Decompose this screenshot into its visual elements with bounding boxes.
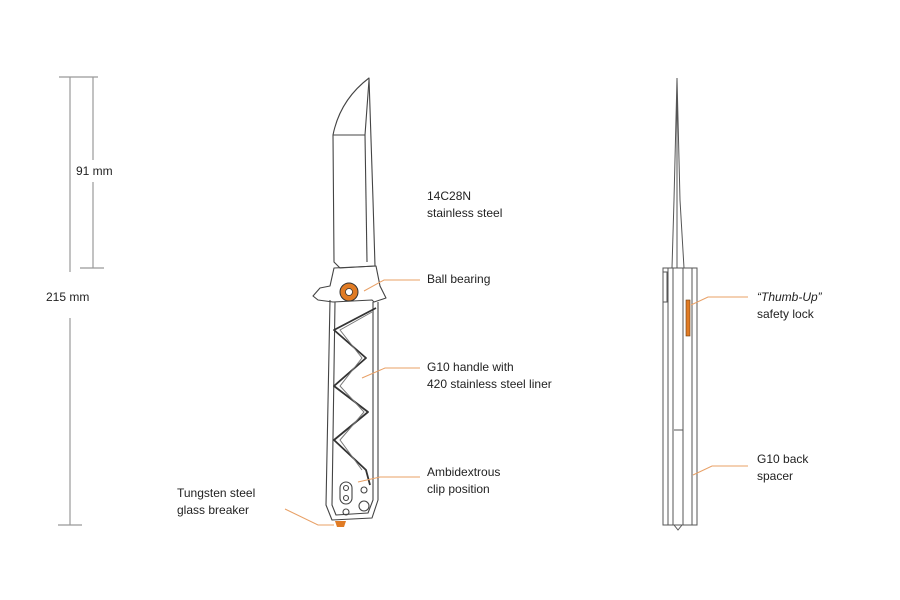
label-line: glass breaker bbox=[177, 503, 250, 517]
label-line: Ambidextrous bbox=[427, 465, 501, 479]
blade-material-label: 14C28N stainless steel bbox=[427, 188, 502, 222]
spacer-label: G10 back spacer bbox=[757, 451, 808, 485]
label-line: safety lock bbox=[757, 307, 814, 321]
dimension-lines bbox=[58, 76, 104, 526]
blade-length-label: 91 mm bbox=[76, 163, 113, 180]
leader-lines bbox=[284, 279, 748, 526]
glass-breaker-label: Tungsten steel glass breaker bbox=[177, 485, 255, 519]
lanyard-hole bbox=[358, 500, 370, 512]
label-line: Tungsten steel bbox=[177, 486, 256, 500]
label-line: Ball bearing bbox=[427, 272, 491, 286]
lock-label: “Thumb-Up” safety lock bbox=[757, 289, 822, 323]
knife-side-view bbox=[662, 77, 698, 531]
label-line: spacer bbox=[757, 469, 794, 483]
label-line: G10 handle with bbox=[427, 360, 514, 374]
pivot-label: Ball bearing bbox=[427, 271, 490, 288]
glass-breaker-tip bbox=[335, 521, 346, 527]
label-line: 14C28N bbox=[427, 189, 472, 203]
label-line: G10 back bbox=[757, 452, 809, 466]
handle-outline bbox=[325, 299, 379, 521]
label-line: 420 stainless steel liner bbox=[427, 377, 552, 391]
label-line: stainless steel bbox=[427, 206, 503, 220]
overall-length-label: 215 mm bbox=[46, 290, 90, 304]
clip-label: Ambidextrous clip position bbox=[427, 464, 500, 498]
blade-outline bbox=[332, 77, 376, 269]
zigzag-inlay bbox=[333, 307, 377, 486]
label-line: clip position bbox=[427, 482, 490, 496]
thumb-up-lock bbox=[685, 299, 691, 337]
handle-label: G10 handle with 420 stainless steel line… bbox=[427, 359, 552, 393]
side-blade bbox=[671, 77, 685, 269]
label-line: “Thumb-Up” bbox=[757, 290, 822, 304]
